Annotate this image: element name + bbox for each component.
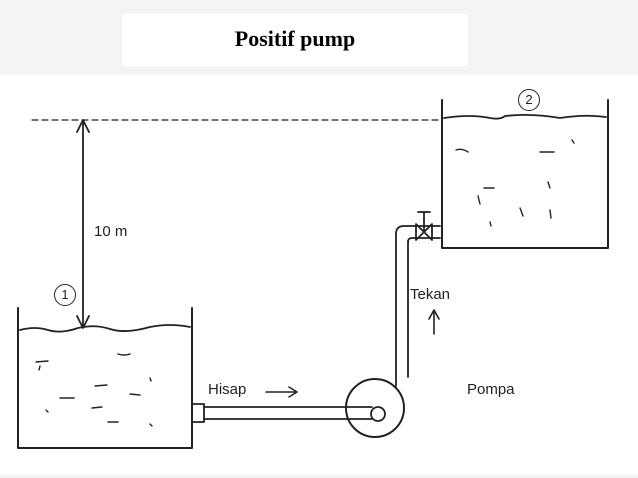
- point-1-marker: 1: [54, 284, 76, 306]
- suction-pipe-stub: [191, 403, 205, 423]
- suction-label: Hisap: [208, 381, 247, 398]
- discharge-valve: [415, 211, 433, 241]
- suction-flow-arrow: [265, 386, 298, 398]
- discharge-flow-arrow: [428, 309, 440, 335]
- pump-body: [345, 378, 405, 438]
- lower-tank-ripples: [35, 353, 153, 427]
- lower-tank: [17, 307, 193, 449]
- diagram-area: [0, 75, 638, 475]
- title-background: [122, 14, 468, 66]
- height-label: 10 m: [94, 223, 128, 240]
- upper-tank: [441, 99, 609, 249]
- lower-tank-water-surface: [19, 324, 191, 333]
- height-arrow: [76, 119, 90, 329]
- upper-tank-ripples: [455, 139, 575, 227]
- diagram-title: Positif pump: [234, 26, 356, 51]
- discharge-label: Tekan: [410, 286, 451, 303]
- pump-label: Pompa: [467, 381, 515, 398]
- upper-tank-water-surface: [443, 113, 607, 120]
- point-2-marker: 2: [518, 89, 540, 111]
